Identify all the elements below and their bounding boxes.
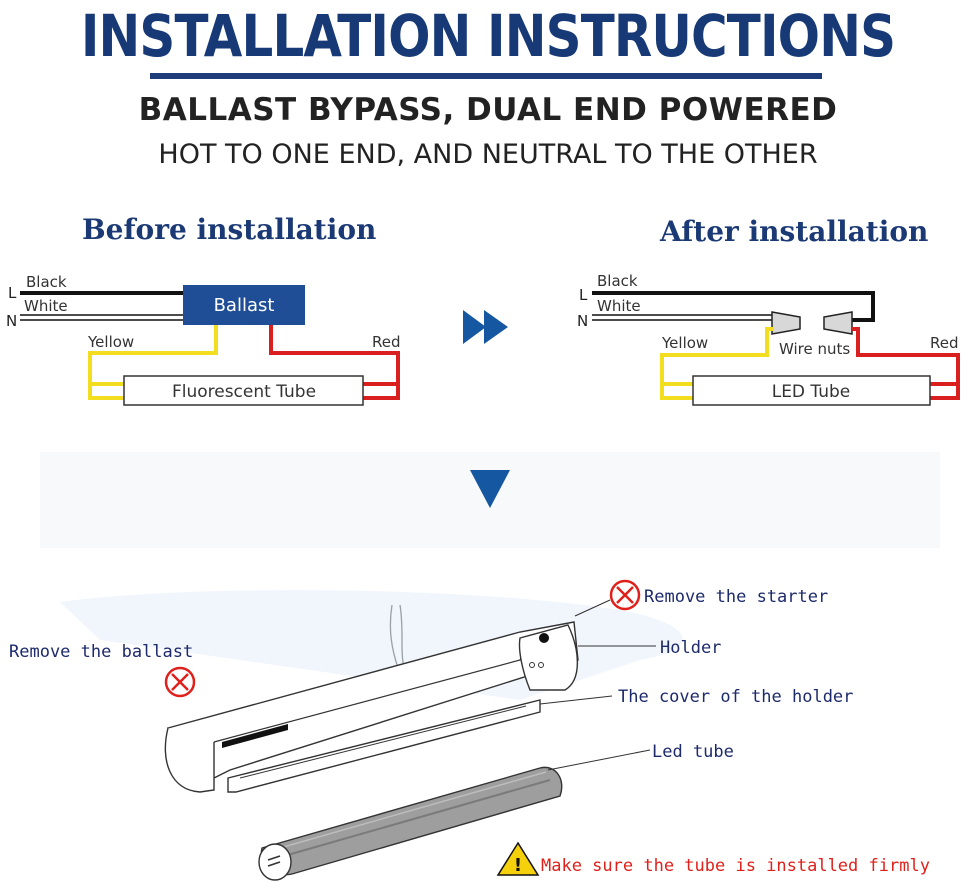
before-diagram: L N Black White Ballast Yellow Red Fluor… — [6, 273, 401, 406]
title-underline — [150, 73, 822, 79]
before-yellow-label: Yellow — [87, 333, 134, 351]
before-N-label: N — [6, 312, 17, 330]
after-diagram: L N Black White Wire nuts Yellow Red LED… — [577, 272, 960, 406]
wire-nut-left — [771, 311, 801, 335]
fluorescent-tube-label: Fluorescent Tube — [172, 382, 316, 402]
after-L-label: L — [579, 286, 588, 304]
remove-ballast-icon — [164, 666, 196, 698]
right-arrow-icon — [463, 310, 508, 344]
led-tube-label: LED Tube — [772, 382, 851, 402]
after-black-wire — [592, 291, 875, 322]
remove-starter-icon — [609, 579, 641, 611]
ballast-box — [183, 285, 305, 325]
leader-led-tube — [547, 749, 651, 771]
leader-cover — [539, 695, 613, 705]
after-red-label: Red — [930, 334, 959, 352]
after-N-label: N — [577, 312, 588, 330]
ballast-label: Ballast — [214, 295, 275, 316]
ballast-bar — [222, 724, 288, 748]
starter-dot — [539, 633, 549, 643]
holder-end-cap — [518, 624, 578, 691]
after-white-label: White — [597, 297, 641, 315]
fluorescent-tube — [123, 375, 364, 406]
warning-icon: ! — [496, 841, 540, 876]
before-black-label: Black — [26, 273, 67, 291]
wire-nut-right — [823, 311, 853, 335]
before-heading: Before installation — [82, 213, 377, 246]
after-heading: After installation — [660, 215, 929, 248]
remove-ballast-label: Remove the ballast — [9, 642, 193, 662]
after-black-label: Black — [597, 272, 638, 290]
after-yellow-label: Yellow — [661, 334, 708, 352]
remove-starter-label: Remove the starter — [644, 587, 828, 607]
subtitle: BALLAST BYPASS, DUAL END POWERED — [138, 92, 838, 128]
before-yellow-wire-1 — [88, 325, 218, 400]
leader-starter — [574, 599, 611, 617]
led-tube-label-fixture: Led tube — [652, 742, 734, 762]
subtitle-secondary: HOT TO ONE END, AND NEUTRAL TO THE OTHER — [158, 139, 818, 170]
cover-label: The cover of the holder — [618, 687, 853, 707]
warning-label: Make sure the tube is installed firmly — [541, 856, 930, 876]
led-tube — [692, 375, 931, 406]
holder-cover — [227, 699, 541, 793]
before-red-label: Red — [372, 333, 401, 351]
before-white-label: White — [24, 297, 68, 315]
before-red-wire-1 — [269, 325, 400, 400]
down-arrow-icon — [470, 470, 510, 508]
fixture-illustration — [60, 590, 683, 881]
before-L-label: L — [8, 284, 17, 302]
holder-label: Holder — [660, 638, 721, 658]
wire-nuts-label: Wire nuts — [779, 340, 850, 358]
svg-text:!: ! — [514, 855, 522, 876]
after-red-wire-1 — [852, 327, 960, 400]
after-yellow-wire-1 — [660, 327, 774, 400]
page-title: INSTALLATION INSTRUCTIONS — [80, 2, 896, 70]
